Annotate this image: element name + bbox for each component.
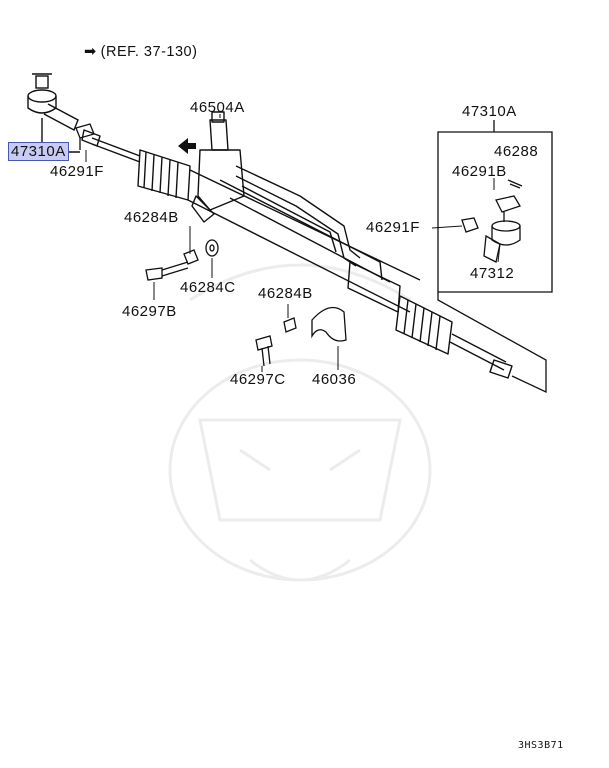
- part-label-47312[interactable]: 47312: [470, 265, 515, 282]
- part-label-46291F-left[interactable]: 46291F: [50, 163, 104, 180]
- diagram-code: 3HS3B71: [518, 740, 564, 751]
- watermark-emblem: [168, 263, 432, 582]
- part-label-46291B[interactable]: 46291B: [452, 163, 507, 180]
- leader-lines: [85, 114, 501, 372]
- tie-rod-end-left: [27, 73, 80, 153]
- direction-arrow-icon: [178, 138, 196, 154]
- part-label-46291F-right[interactable]: 46291F: [366, 219, 420, 236]
- part-label-46284B-upper[interactable]: 46284B: [124, 209, 179, 226]
- right-arrow-icon: ➡: [84, 44, 97, 60]
- reference-text: (REF. 37-130): [100, 44, 198, 60]
- jam-nut-left: [75, 123, 95, 150]
- part-label-46288[interactable]: 46288: [494, 143, 539, 160]
- part-label-46284C[interactable]: 46284C: [180, 279, 236, 296]
- mounting-hardware-upper: [145, 239, 219, 281]
- reference-note: ➡(REF. 37-130): [84, 44, 197, 60]
- part-label-47310A-right[interactable]: 47310A: [462, 103, 517, 120]
- part-label-46284B-lower[interactable]: 46284B: [258, 285, 313, 302]
- tie-rod-end-detail-box: [437, 120, 553, 394]
- part-label-46504A[interactable]: 46504A: [190, 99, 245, 116]
- part-label-46297B[interactable]: 46297B: [122, 303, 177, 320]
- part-label-46036[interactable]: 46036: [312, 371, 357, 388]
- part-label-47310A-highlighted[interactable]: 47310A: [8, 142, 69, 161]
- rack-housing: [81, 111, 513, 379]
- mounting-hardware-lower: [255, 306, 347, 367]
- part-label-46297C[interactable]: 46297C: [230, 371, 286, 388]
